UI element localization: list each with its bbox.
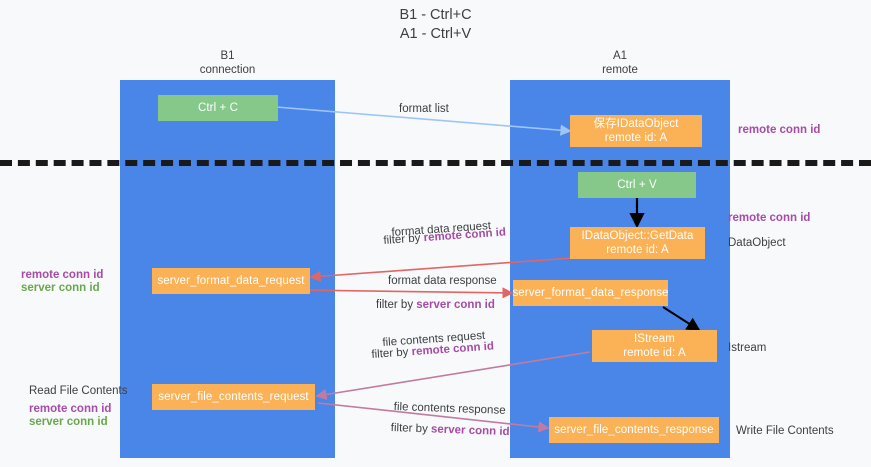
node-ctrl-v[interactable]: Ctrl + V [578, 172, 696, 198]
filter-key-server-conn-id: server conn id [416, 299, 495, 311]
lane-header-b1-title: B1 [220, 50, 235, 62]
node-server-format-data-response[interactable]: server_format_data_response [512, 280, 669, 306]
node-istream-label-2: remote id: A [623, 347, 686, 359]
edge-label-format-list: format list [399, 103, 449, 115]
node-idataobject-getdata-label-1: IDataObject::GetData [581, 230, 694, 242]
filter-prefix: filter by [390, 421, 432, 436]
annotation-write-file-contents: Write File Contents [736, 425, 834, 437]
annotation-read-file-contents: Read File Contents [29, 385, 128, 397]
filter-prefix: filter by [383, 232, 425, 247]
edge-format-list [275, 106, 572, 136]
annotation-left-server-conn-id-2: server conn id [29, 416, 108, 428]
node-save-idataobject-label-1: 保存IDataObject [593, 118, 679, 130]
node-server-file-contents-response-label: server_file_contents_response [554, 424, 714, 436]
node-save-idataobject[interactable]: 保存IDataObject remote id: A [570, 115, 702, 147]
annotation-dataobject: DataObject [728, 237, 786, 249]
filter-key-server-conn-id: server conn id [430, 423, 510, 439]
node-ctrl-c[interactable]: Ctrl + C [158, 95, 278, 121]
page-title-line1: B1 - Ctrl+C [399, 7, 472, 23]
node-istream-label-1: IStream [634, 333, 675, 345]
node-ctrl-c-label: Ctrl + C [197, 102, 239, 114]
edge-response-to-istream [662, 306, 701, 332]
phase-divider [0, 160, 871, 166]
node-ctrl-v-label: Ctrl + V [617, 179, 657, 191]
annotation-remote-conn-id-top: remote conn id [738, 124, 821, 136]
lane-header-a1-title: A1 [612, 50, 628, 62]
node-istream[interactable]: IStream remote id: A [592, 330, 717, 362]
edge-format-data-request [309, 257, 573, 282]
edge-label-format-data-response: format data response [388, 274, 497, 288]
node-save-idataobject-label-2: remote id: A [604, 132, 668, 144]
filter-prefix: filter by [376, 299, 417, 311]
page-title-line2: A1 - Ctrl+V [399, 26, 472, 42]
edge-file-contents-response [317, 402, 550, 433]
edge-label-file-contents-response-text: file contents response [393, 400, 506, 417]
lane-header-b1-subtitle: connection [199, 64, 256, 76]
node-server-format-data-request[interactable]: server_format_data_request [152, 268, 310, 294]
annotation-left-remote-conn-id-2: remote conn id [29, 403, 112, 415]
annotation-left-remote-conn-id-1: remote conn id [21, 269, 104, 281]
node-server-file-contents-request[interactable]: server_file_contents_request [152, 384, 315, 410]
filter-prefix: filter by [371, 346, 413, 361]
lane-header-a1-subtitle: remote [602, 64, 638, 76]
node-server-format-data-response-label: server_format_data_response [512, 287, 669, 299]
node-server-file-contents-request-label: server_file_contents_request [158, 391, 309, 403]
annotation-istream: Istream [728, 342, 767, 354]
annotation-left-server-conn-id-1: server conn id [21, 282, 100, 294]
node-idataobject-getdata[interactable]: IDataObject::GetData remote id: A [570, 227, 705, 259]
annotation-remote-conn-id-mid: remote conn id [728, 212, 811, 224]
node-server-format-data-request-label: server_format_data_request [157, 275, 305, 287]
edge-label-format-data-response-text: format data response [388, 275, 497, 287]
node-server-file-contents-response[interactable]: server_file_contents_response [549, 417, 719, 443]
edge-file-contents-request [315, 351, 591, 401]
edge-label-format-data-response-filter: filter by server conn id [376, 298, 495, 312]
node-idataobject-getdata-label-2: remote id: A [606, 244, 669, 256]
